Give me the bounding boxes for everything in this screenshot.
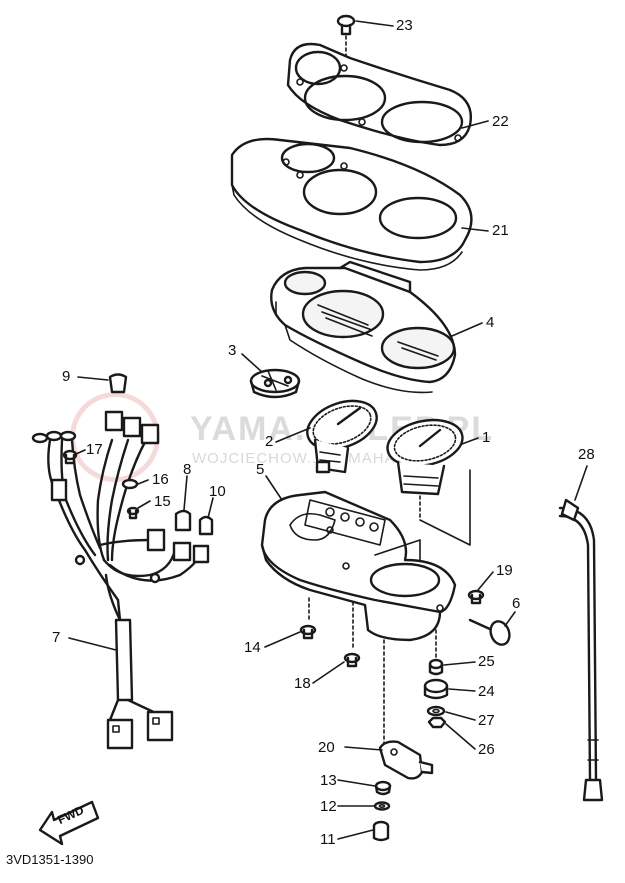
part-17-screw [62,449,78,465]
label-part-19: 19 [496,562,513,579]
label-part-8: 8 [183,461,192,478]
part-20-bracket [378,740,434,780]
label-part-4: 4 [486,314,495,331]
part-7-wire-harness [47,438,202,750]
part-12-washer [373,801,391,811]
part-15-screw [126,506,140,520]
part-25-grommet [428,658,444,676]
part-26-nut [427,716,447,729]
harness-bulb-sockets-top [104,410,160,445]
label-part-18: 18 [294,675,311,692]
part-28-meter-cable [558,498,604,802]
harness-socket-left [50,478,68,502]
label-part-11: 11 [320,831,336,848]
label-part-20: 20 [318,739,335,756]
label-part-15: 15 [154,493,171,510]
part-2-speedometer [306,399,378,474]
label-part-21: 21 [492,222,509,239]
label-part-27: 27 [478,712,495,729]
harness-terminal-left [31,430,77,444]
part-4-meter-case [270,260,457,394]
label-part-22: 22 [492,113,509,130]
label-part-12: 12 [320,798,337,815]
leader-lines [68,20,588,840]
part-22-bezel [286,42,472,147]
label-part-14: 14 [244,639,261,656]
label-part-2: 2 [265,433,274,450]
label-part-5: 5 [256,461,265,478]
part-27-washer [426,705,446,717]
part-3-gauge [249,368,301,399]
label-part-1: 1 [482,429,491,446]
part-14-screw [299,624,317,640]
part-16-clip [121,478,139,490]
label-part-6: 6 [512,595,521,612]
part-19-screw [467,589,485,605]
part-1-tachometer [386,418,471,546]
label-part-25: 25 [478,653,495,670]
harness-sockets-mid [146,528,210,564]
label-part-16: 16 [152,471,169,488]
part-21-panel [230,137,473,271]
part-5-lower-case [260,490,457,642]
part-18-screw [343,652,361,668]
label-part-24: 24 [478,683,495,700]
label-part-9: 9 [62,368,71,385]
part-10-bulb [198,515,214,536]
label-part-10: 10 [209,483,226,500]
part-13-grommet [374,780,392,796]
part-6-knob [468,618,511,646]
diagram-code: 3VD1351-1390 [6,852,94,867]
part-8-bulb [174,509,192,532]
part-11-bolt [372,820,390,842]
label-part-17: 17 [86,441,103,458]
label-part-26: 26 [478,741,495,758]
label-part-3: 3 [228,342,237,359]
label-part-13: 13 [320,772,337,789]
label-part-23: 23 [396,17,413,34]
label-part-7: 7 [52,629,61,646]
fwd-arrow [38,800,100,846]
part-24-damper [423,678,449,700]
label-part-28: 28 [578,446,595,463]
part-9-bulb [108,373,128,394]
